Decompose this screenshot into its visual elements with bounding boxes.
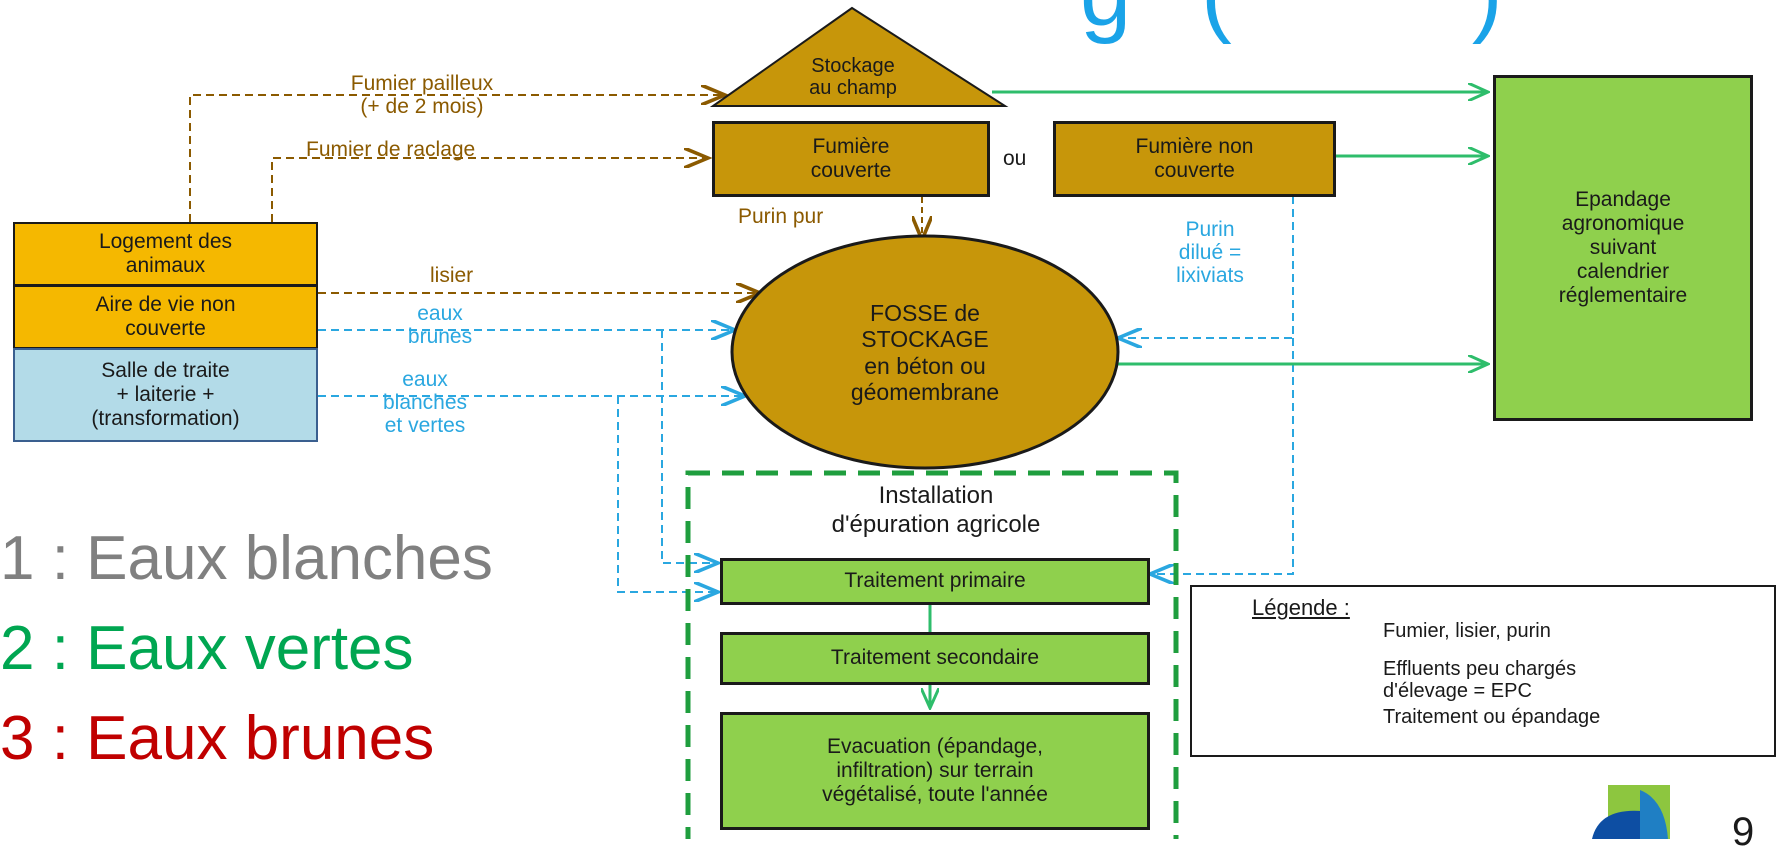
node-salle-de-traite: Salle de traite + laiterie + (transforma… [13,348,318,442]
edge-purin-dilue-primaire [1150,338,1294,574]
label-fumier-pailleux: Fumier pailleux (+ de 2 mois) [350,72,494,119]
label-purin-dilue: Purin dilué = lixiviats [1176,218,1244,288]
water-type-3: 3 : Eaux brunes [0,704,435,773]
edge-fumier-pailleux [189,95,725,222]
water-type-1: 1 : Eaux blanches [0,524,493,593]
water-type-2: 2 : Eaux vertes [0,614,414,683]
node-stockage-champ: Stockage au champ [809,55,897,99]
installation-frame [685,470,1179,839]
node-fosse-stockage: FOSSE de STOCKAGE en béton ou géomembran… [850,300,1000,406]
node-traitement-primaire: Traitement primaire [720,558,1150,605]
legend-box [1190,585,1776,757]
node-epandage: Epandage agronomique suivant calendrier … [1493,75,1753,421]
stockage-au-champ-shape [709,6,1009,107]
edge-fumier-raclage [271,158,708,222]
node-logement-animaux: Logement des animaux [13,222,318,286]
node-aire-de-vie: Aire de vie non couverte [13,285,318,349]
node-fumiere-non-couverte: Fumière non couverte [1053,121,1336,197]
label-lisier: lisier [430,264,474,287]
node-evacuation: Evacuation (épandage, infiltration) sur … [720,712,1150,830]
node-fumiere-couverte: Fumière couverte [712,121,990,197]
legend-title: Légende : [1252,595,1350,620]
node-traitement-secondaire: Traitement secondaire [720,632,1150,685]
fosse-stockage-shape [730,234,1120,470]
page-number: 9 [1732,810,1755,854]
label-eaux-blanches-vertes: eaux blanches et vertes [382,368,468,438]
label-fumier-raclage: Fumier de raclage [306,138,476,161]
legend-item-traitement: Traitement ou épandage [1383,706,1601,728]
label-purin-pur: Purin pur [738,205,824,228]
installation-title: Installation d'épuration agricole [831,482,1041,538]
legend-item-epc: Effluents peu chargés d'élevage = EPC [1383,658,1577,702]
logo-fragment [1592,785,1670,839]
legend-item-fumier: Fumier, lisier, purin [1383,620,1551,642]
edge-blanches-to-primaire [617,396,718,592]
label-ou: ou [1003,147,1027,170]
label-eaux-brunes: eaux brunes [407,302,473,349]
page-title-fragment: g() [1010,0,1502,47]
